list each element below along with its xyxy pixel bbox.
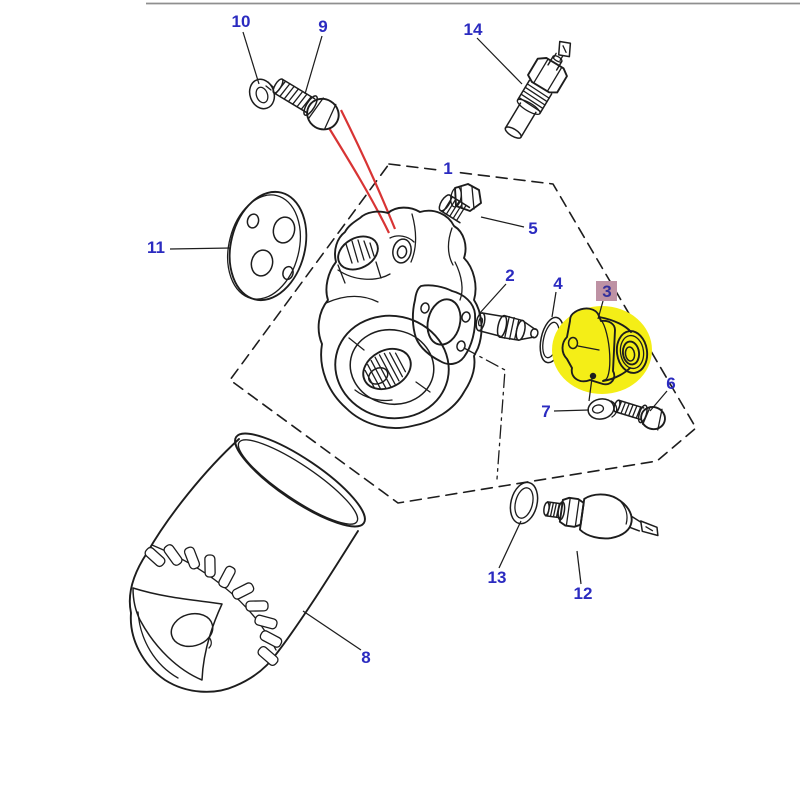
oil-filter-8-drawing — [128, 432, 366, 693]
callout-11[interactable]: 11 — [147, 238, 165, 257]
selected-part-box — [596, 281, 617, 301]
sealing-washer-13-drawing — [509, 481, 539, 525]
assembly-outline-dashed — [229, 163, 697, 504]
filter-head-body-drawing — [317, 206, 483, 429]
centerline-dashdot — [463, 347, 506, 480]
relief-valve-2-drawing — [475, 312, 539, 341]
plug-5-drawing — [438, 183, 482, 224]
pressure-switch-12-drawing — [543, 493, 659, 540]
spring-washer-10-drawing — [248, 78, 276, 110]
callout-5[interactable]: 5 — [528, 219, 537, 238]
callout-12[interactable]: 12 — [574, 584, 593, 603]
callout-8[interactable]: 8 — [361, 648, 370, 667]
label-1-backing — [437, 160, 459, 176]
callout-9[interactable]: 9 — [318, 17, 327, 36]
gasket-plate-11-drawing — [227, 190, 308, 302]
callout-1[interactable]: 1 — [443, 159, 452, 178]
part-3-highlight — [552, 306, 652, 394]
bolt-9-drawing — [272, 78, 340, 131]
callout-6[interactable]: 6 — [666, 374, 675, 393]
callout-3[interactable]: 3 — [602, 282, 611, 301]
callout-2[interactable]: 2 — [505, 266, 514, 285]
temp-sensor-14-drawing — [504, 40, 572, 139]
callout-7[interactable]: 7 — [541, 402, 550, 421]
callout-4[interactable]: 4 — [553, 274, 563, 293]
bolt-6-drawing — [613, 399, 666, 431]
washer-7-drawing — [587, 398, 618, 420]
callout-14[interactable]: 14 — [464, 20, 483, 39]
adapter-3-drawing — [561, 307, 649, 386]
red-install-lines — [328, 109, 397, 234]
leader-lines — [169, 31, 668, 651]
callout-13[interactable]: 13 — [488, 568, 507, 587]
callout-10[interactable]: 10 — [232, 12, 251, 31]
